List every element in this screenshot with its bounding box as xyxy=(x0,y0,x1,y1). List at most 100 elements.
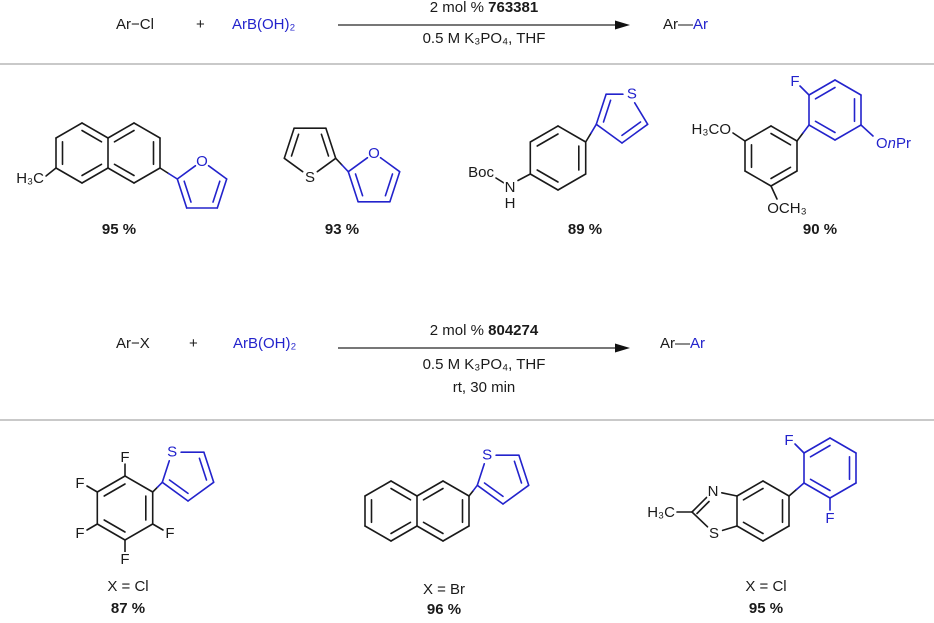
bond xyxy=(416,480,444,497)
bond xyxy=(176,164,197,180)
bond xyxy=(595,123,623,144)
atom-label: O xyxy=(368,145,380,162)
bond xyxy=(354,173,364,197)
bond xyxy=(476,484,504,505)
bond xyxy=(762,525,790,542)
bond xyxy=(389,170,401,203)
product-5-x-label: X = Cl xyxy=(107,578,149,595)
product-6-x-label: X = Br xyxy=(422,581,466,598)
bond xyxy=(834,79,862,96)
bond xyxy=(86,485,99,493)
scheme2-solvent-conditions: 0.5 M K₃PO₄, THF xyxy=(422,356,546,373)
bond xyxy=(529,173,559,191)
bond xyxy=(557,173,587,191)
bond xyxy=(762,480,790,497)
bond xyxy=(156,481,164,489)
bond xyxy=(341,164,350,173)
atom-label: F xyxy=(120,449,129,466)
bond xyxy=(814,120,836,134)
scheme1-aryl-halide: Ar−Cl xyxy=(116,16,154,33)
scheme2-reaction-arrow xyxy=(338,343,630,353)
bond xyxy=(113,129,135,143)
bond xyxy=(212,180,221,203)
bond xyxy=(770,132,792,146)
bond xyxy=(81,129,103,143)
product-7-x-label: X = Cl xyxy=(745,578,787,595)
bond xyxy=(379,156,401,173)
bond xyxy=(45,167,57,177)
bond xyxy=(384,173,394,197)
bond xyxy=(721,525,738,532)
bond xyxy=(161,481,189,502)
bond xyxy=(770,166,792,180)
scheme1-solvent-conditions: 0.5 M K₃PO₄, THF xyxy=(422,30,546,47)
bond xyxy=(151,523,164,531)
scheme2-catalyst-conditions: 2 mol % 804274 xyxy=(429,322,539,339)
bond xyxy=(124,475,154,493)
bond xyxy=(364,525,392,542)
bond xyxy=(744,170,772,187)
bond xyxy=(103,519,126,533)
product-3-yield-label: 89 % xyxy=(567,221,603,238)
bond xyxy=(176,178,188,209)
bond xyxy=(187,481,215,502)
bond xyxy=(320,133,330,157)
scheme1-plus-sign: + xyxy=(196,16,205,33)
scheme2-aryl-halide: Ar−X xyxy=(116,335,150,352)
bond xyxy=(167,172,179,180)
bond xyxy=(796,132,804,142)
bond xyxy=(422,521,444,535)
scheme2-plus-sign: + xyxy=(189,335,198,352)
bond xyxy=(390,521,412,535)
product-7-yield-label: 95 % xyxy=(748,600,784,617)
bond xyxy=(802,124,810,134)
bond xyxy=(696,500,710,515)
bond xyxy=(96,523,126,541)
bond xyxy=(691,511,709,528)
bond xyxy=(621,123,649,144)
atom-label: S xyxy=(627,85,637,102)
product-2-structure: SO xyxy=(283,127,401,203)
section-divider-top xyxy=(0,63,934,65)
product-1-structure: H₃CO xyxy=(14,122,228,209)
bond xyxy=(442,525,470,542)
bond xyxy=(795,482,805,491)
bond xyxy=(283,157,304,173)
bond xyxy=(732,132,746,142)
bond xyxy=(742,521,764,535)
bond xyxy=(390,487,412,501)
bond xyxy=(621,121,642,137)
atom-label: F xyxy=(75,475,84,492)
bond xyxy=(742,487,764,501)
bond xyxy=(495,177,505,184)
bond xyxy=(161,459,171,484)
bond xyxy=(198,457,208,481)
atom-label: H₃CO xyxy=(692,121,731,138)
scheme1-catalyst-conditions: 2 mol % 763381 xyxy=(429,0,539,16)
bond xyxy=(736,480,764,497)
bond xyxy=(55,167,83,184)
bond xyxy=(814,86,836,100)
bond xyxy=(513,460,523,484)
bond xyxy=(113,163,135,177)
bond xyxy=(168,479,189,495)
bond xyxy=(590,123,598,134)
scheme2-time-conditions: rt, 30 min xyxy=(452,379,516,396)
bond xyxy=(325,127,337,160)
product-4-yield-label: 90 % xyxy=(802,221,838,238)
bond xyxy=(364,480,392,497)
atom-label: F xyxy=(75,525,84,542)
bond xyxy=(133,167,161,184)
atom-label: F xyxy=(790,73,799,90)
bond xyxy=(536,133,559,147)
bond xyxy=(107,167,135,184)
bond xyxy=(183,180,192,203)
product-2-yield-label: 93 % xyxy=(324,221,360,238)
atom-label: F xyxy=(165,525,174,542)
bond xyxy=(803,482,831,499)
bond xyxy=(96,475,126,493)
bond xyxy=(81,163,103,177)
